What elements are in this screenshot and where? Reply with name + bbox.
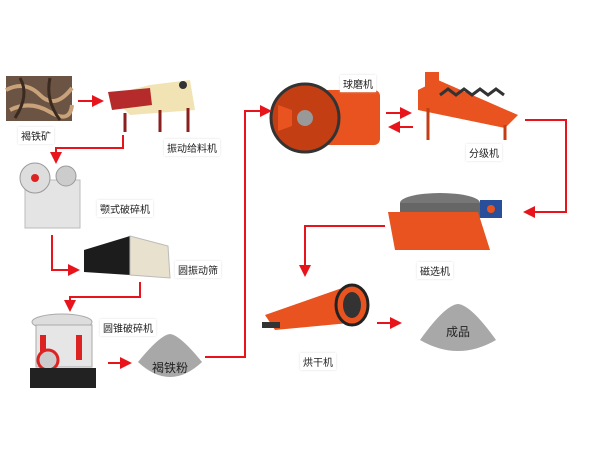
spiral-classifier-image — [418, 72, 518, 140]
label-dryer: 烘干机 — [300, 353, 336, 370]
rotary-dryer-image — [262, 283, 370, 330]
flow-arrows — [50, 95, 567, 369]
label-vibrating-feeder: 振动给料机 — [164, 139, 220, 156]
circular-vibrating-screen-image — [84, 235, 171, 279]
product-pile — [420, 304, 496, 351]
ball-mill-image — [269, 82, 380, 154]
label-product: 成品 — [445, 325, 470, 339]
label-magnetic-separator: 磁选机 — [417, 262, 453, 279]
label-cone-crusher: 圆锥破碎机 — [100, 319, 156, 336]
jaw-crusher-image — [19, 162, 81, 229]
label-ore: 褐铁矿 — [18, 127, 54, 144]
label-circular-vibrating-screen: 圆振动筛 — [175, 261, 221, 278]
powder-pile — [138, 334, 202, 377]
ore-image — [5, 76, 74, 121]
label-powder: 褐铁粉 — [151, 361, 188, 375]
magnetic-separator-image — [388, 193, 502, 250]
label-ball-mill: 球磨机 — [340, 75, 376, 92]
cone-crusher-image — [30, 313, 96, 388]
label-classifier: 分级机 — [466, 144, 502, 161]
vibrating-feeder-image — [108, 80, 195, 132]
label-jaw-crusher: 颚式破碎机 — [97, 200, 153, 217]
